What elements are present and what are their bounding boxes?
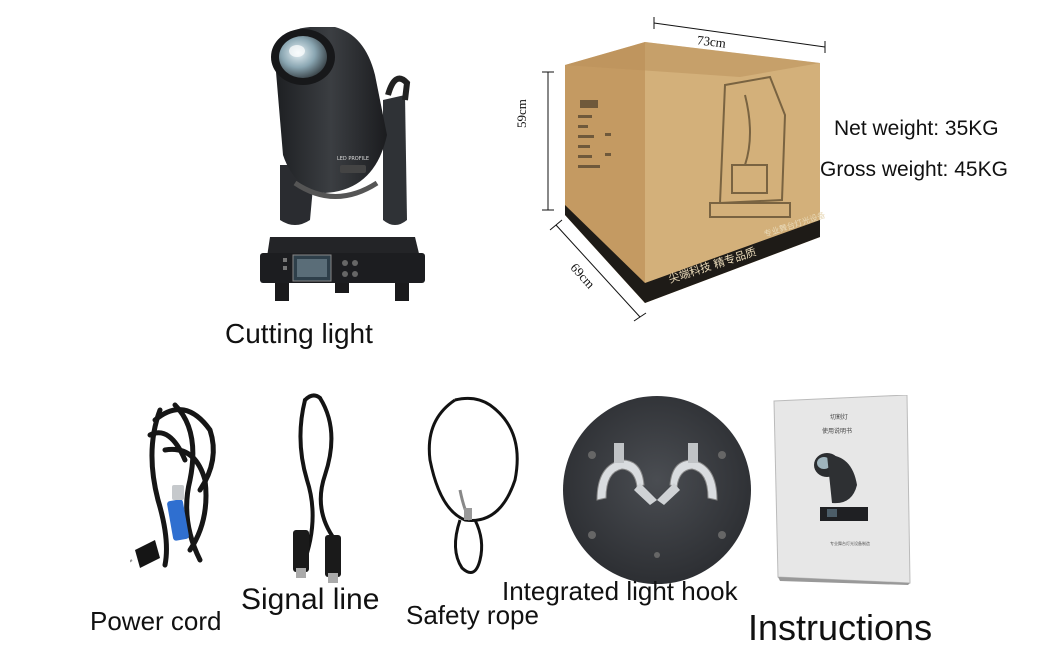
manual-title: 切割灯 bbox=[830, 413, 848, 421]
light-hook-image bbox=[562, 395, 752, 585]
moving-head-fixture-image: LED PROFILE bbox=[255, 15, 430, 310]
box-width-label: 73cm bbox=[696, 32, 727, 51]
shipping-box-image: 尖端科技 精专品质 专业舞台灯光设备 bbox=[520, 15, 840, 325]
signal-line-image bbox=[285, 390, 360, 590]
power-cord-image bbox=[130, 390, 230, 585]
light-hook-label: Integrated light hook bbox=[502, 576, 738, 606]
signal-line-label: Signal line bbox=[241, 583, 380, 616]
box-height-label: 59cm bbox=[514, 99, 529, 128]
safety-rope-image bbox=[420, 390, 530, 580]
instructions-manual-image: 切割灯 使用说明书 专业舞台灯光设备制造 bbox=[772, 395, 912, 585]
cutting-light-caption: Cutting light bbox=[225, 318, 373, 349]
gross-weight-label: Gross weight: 45KG bbox=[820, 158, 1008, 181]
power-cord-label: Power cord bbox=[90, 606, 222, 636]
manual-footer: 专业舞台灯光设备制造 bbox=[830, 540, 870, 546]
manual-subtitle: 使用说明书 bbox=[822, 427, 852, 435]
net-weight-label: Net weight: 35KG bbox=[834, 117, 999, 140]
fixture-badge: LED PROFILE bbox=[337, 156, 369, 162]
instructions-label: Instructions bbox=[748, 607, 933, 648]
safety-rope-label: Safety rope bbox=[406, 600, 539, 630]
